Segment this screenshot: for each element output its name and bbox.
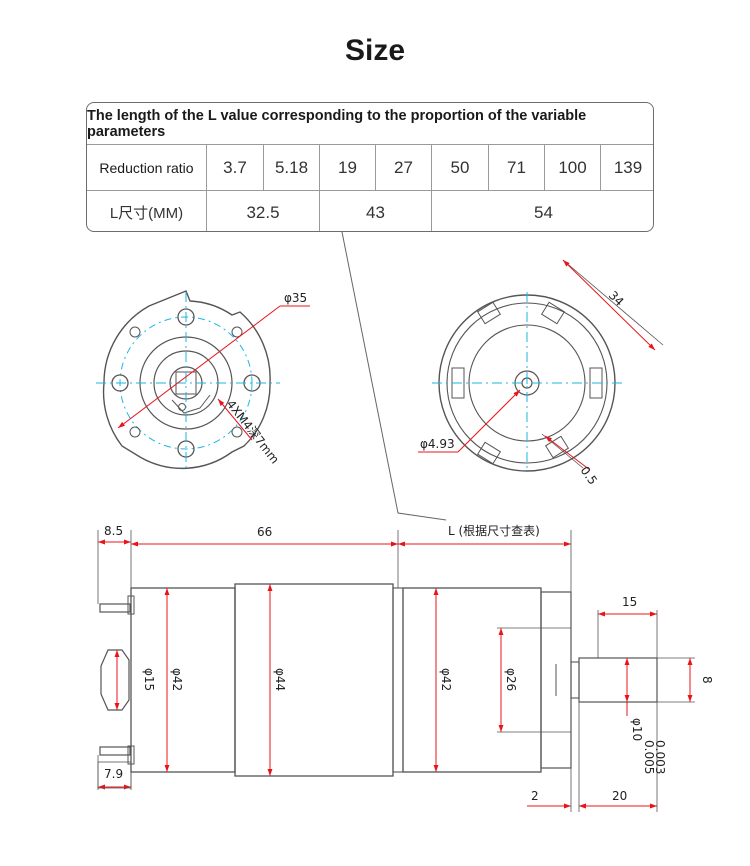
dim-10-label: φ10 — [630, 718, 644, 741]
vent-slot — [544, 435, 570, 459]
small-hole — [231, 426, 243, 438]
length-row: L尺寸(MM) 32.5 43 54 — [87, 190, 653, 231]
ratio-label: Reduction ratio — [99, 160, 194, 176]
dim-05-line — [544, 435, 591, 471]
table-caption: The length of the L value corresponding … — [87, 107, 587, 140]
length-cell: 43 — [319, 191, 431, 231]
dim-20-label: 20 — [612, 789, 627, 803]
boss-detail — [171, 394, 211, 414]
dim-42a-label: φ42 — [170, 668, 184, 691]
length-cell: 54 — [431, 191, 653, 231]
length-label: L尺寸(MM) — [109, 205, 184, 222]
dim-34-line — [562, 259, 656, 351]
dim-8-label: 8 — [700, 676, 714, 684]
dim-44-label: φ44 — [273, 668, 287, 691]
table-leader-line — [341, 231, 447, 521]
dim-79-box — [97, 761, 132, 789]
screw-leader — [217, 398, 253, 441]
ratio-row: Reduction ratio 3.7 5.18 19 27 50 71 100… — [87, 144, 653, 191]
dim-493-line — [457, 389, 521, 453]
dim-66-label: 66 — [257, 525, 272, 539]
motor-body-center — [234, 583, 394, 777]
ratio-cell: 19 — [319, 145, 375, 191]
ratio-cell: 71 — [488, 145, 544, 191]
ratio-table: The length of the L value corresponding … — [86, 102, 654, 232]
dim-15-label: 15 — [622, 595, 637, 609]
side-view: 8.5 66 L (根据尺寸查表) 15 8 φ15 φ42 φ44 φ42 φ… — [97, 524, 714, 812]
small-hole — [129, 326, 141, 338]
small-hole — [231, 326, 243, 338]
ratio-cell: 27 — [375, 145, 431, 191]
ratio-cell: 100 — [544, 145, 600, 191]
dim-05-label: 0.5 — [578, 464, 600, 488]
page-title: Size — [344, 34, 406, 67]
dim-15dia-label: φ15 — [142, 668, 156, 691]
ratio-cell: 139 — [600, 145, 653, 191]
dim-l-label: L (根据尺寸查表) — [448, 524, 540, 538]
vent-slot — [540, 301, 566, 325]
vent-slot — [476, 301, 502, 325]
dim-26-label: φ26 — [504, 668, 518, 691]
small-hole — [178, 403, 186, 411]
terminal-bottom — [99, 746, 131, 756]
dim-42b-label: φ42 — [439, 668, 453, 691]
length-cell: 32.5 — [206, 191, 319, 231]
dim-85-label: 8.5 — [104, 524, 123, 538]
table-header-row: The length of the L value corresponding … — [87, 103, 653, 144]
body-ring — [392, 587, 404, 773]
ratio-cell: 50 — [431, 145, 488, 191]
brush-cap — [100, 649, 130, 711]
tol-upper-label: 0.005 — [642, 740, 656, 774]
dim-79-label: 7.9 — [104, 767, 123, 781]
shaft-collar — [570, 661, 580, 699]
gearbox-body — [402, 587, 542, 773]
tol-lower-label: 0.003 — [653, 740, 667, 774]
shaft-flat — [175, 371, 197, 395]
rear-view: 34 φ4.93 0.5 — [418, 259, 664, 488]
vent-slot — [476, 441, 502, 465]
dim-34-label: 34 — [606, 288, 627, 309]
small-hole — [129, 426, 141, 438]
dim-2-label: 2 — [531, 789, 539, 803]
output-shaft-side — [578, 657, 658, 703]
dim-35-line — [117, 305, 281, 429]
dim-35-label: φ35 — [284, 291, 307, 305]
ratio-cell: 5.18 — [263, 145, 319, 191]
ratio-cell: 3.7 — [206, 145, 263, 191]
dim-493-label: φ4.93 — [420, 437, 455, 451]
mount-hole-top — [177, 308, 195, 326]
terminal-top — [99, 603, 131, 613]
front-view: φ35 4XM4深7mm — [96, 290, 310, 470]
